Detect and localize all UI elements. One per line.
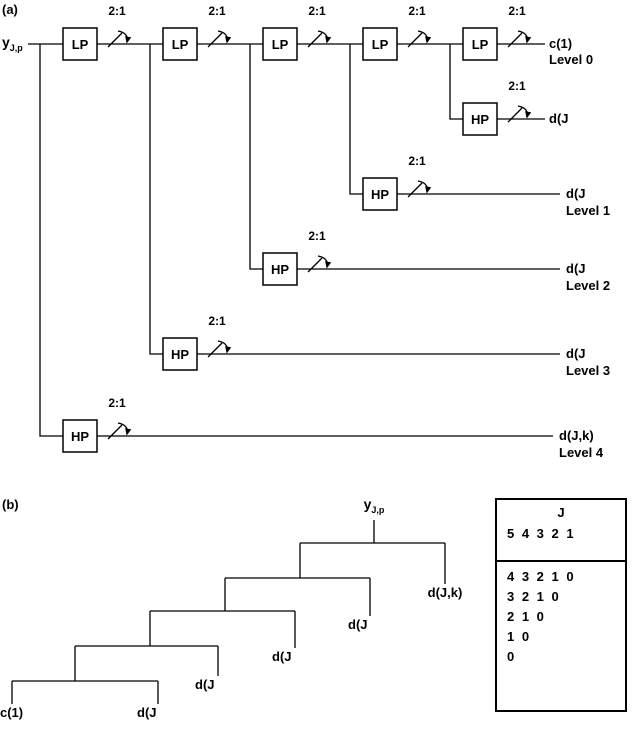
hp-filter-box [62,419,98,453]
tree-leaf-label: c(1) [0,705,24,720]
downsampler-icon [507,30,532,48]
downsampler-icon [407,180,432,198]
downsample-ratio-label: 2:1 [508,4,526,18]
hp-filter-box [262,252,298,286]
filter-boxes [62,27,498,453]
output-level-label: Level 3 [566,363,611,378]
output-level-label: Level 2 [566,278,611,293]
output-signal-label: d(J [566,186,586,201]
lp-filter-box [362,27,398,61]
downsample-ratio-label: 2:1 [208,314,226,328]
output-level-label: Level 4 [559,445,604,460]
downsample-ratio-label: 2:1 [208,4,226,18]
filter-bank-wires [28,43,560,437]
table-row: 1 0 [507,629,532,644]
hp-filter-label: HP [470,111,490,127]
table-row: 3 2 1 0 [507,589,561,604]
hp-filter-box [162,337,198,371]
lp-filter-box [462,27,498,61]
table-row: 0 [507,649,517,664]
output-level-label: Level 1 [566,203,611,218]
tree-leaf-label: d(J [348,617,368,632]
downsample-ratio-label: 2:1 [308,4,326,18]
table-header: J [557,505,565,520]
tree-leaf-label: d(J [272,649,292,664]
table-row: 4 3 2 1 0 [507,569,576,584]
table-index-row: 5 4 3 2 1 [507,526,576,541]
downsample-ratio-label: 2:1 [108,4,126,18]
input-signal-label: yJ,p [2,34,23,53]
downsample-ratio-label: 2:1 [508,79,526,93]
output-level-label: Level 0 [549,52,594,67]
output-signal-label: c(1) [549,36,573,51]
lp-filter-label: LP [71,36,89,52]
downsample-ratio-label: 2:1 [308,229,326,243]
lp-filter-box [162,27,198,61]
tree-leaf-label: d(J,k) [427,585,463,600]
output-signal-label: d(J [566,346,586,361]
lp-filter-box [262,27,298,61]
downsample-ratio-label: 2:1 [108,396,126,410]
table-row: 2 1 0 [507,609,546,624]
hp-filter-box [362,177,398,211]
lp-filter-box [62,27,98,61]
output-signal-label: d(J [566,261,586,276]
downsampler-icon [507,105,532,123]
downsample-ratio-label: 2:1 [408,154,426,168]
hp-filter-label: HP [270,261,290,277]
downsampler-icon [307,30,332,48]
lp-filter-label: LP [471,36,489,52]
output-signal-label: d(J,k) [559,428,594,443]
downsampler-icon [207,30,232,48]
downsamplers [107,30,532,440]
hp-filter-label: HP [370,186,390,202]
lp-filter-label: LP [271,36,289,52]
part-a-label: (a) [2,2,18,17]
lp-filter-label: LP [371,36,389,52]
tree-leaf-label: d(J [195,677,215,692]
downsampler-icon [407,30,432,48]
downsampler-icon [107,30,132,48]
output-signal-label: d(J [549,111,569,126]
part-b-label: (b) [2,497,19,512]
hp-filter-box [462,102,498,136]
hp-filter-label: HP [170,346,190,362]
downsample-ratio-label: 2:1 [408,4,426,18]
hp-filter-label: HP [70,428,90,444]
downsampler-icon [107,422,132,440]
index-table-frame [495,498,627,712]
tree-root-label: yJ,p [363,496,385,515]
lp-filter-label: LP [171,36,189,52]
tree-lines [11,520,446,704]
downsampler-icon [307,255,332,273]
downsampler-icon [207,340,232,358]
tree-leaf-label: d(J [137,705,157,720]
